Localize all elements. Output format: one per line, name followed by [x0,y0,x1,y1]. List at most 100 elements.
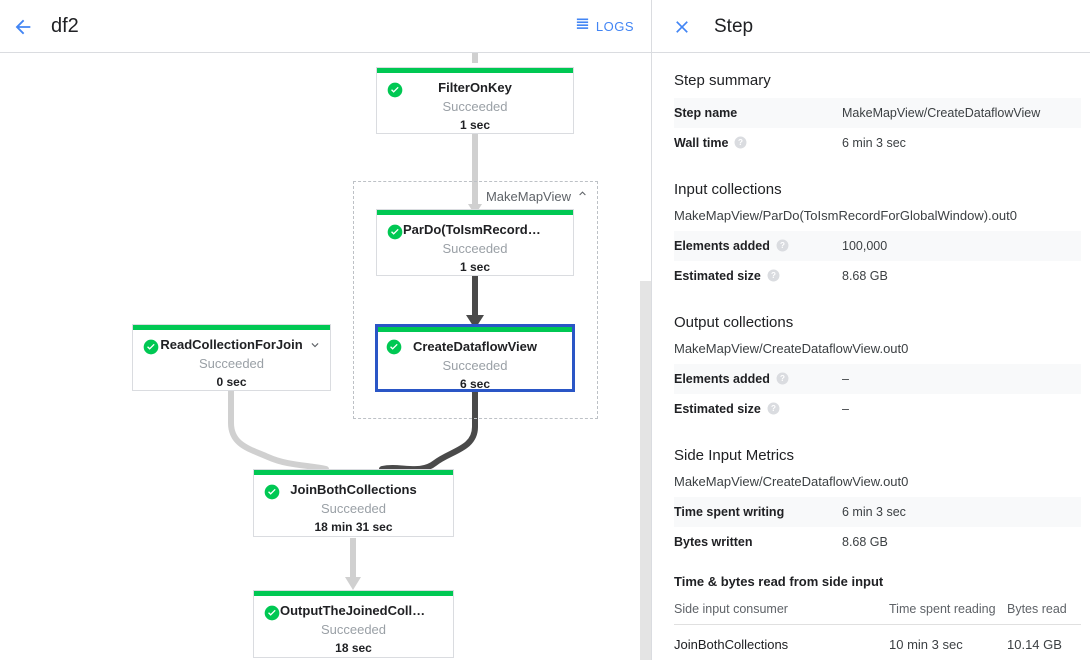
step-summary-title: Step summary [674,72,771,89]
input-collection-name: MakeMapView/ParDo(ToIsmRecordForGlobalWi… [674,208,1017,223]
output-collections-table: Elements added? – Estimated size? – [674,364,1081,424]
logs-list-icon [575,16,590,36]
job-graph-pane: df2 LOGS [0,12,652,660]
column-header-time-spent-reading: Time spent reading [889,595,1007,625]
page-title: df2 [51,15,79,37]
svg-text:?: ? [780,241,785,250]
row-key-label: Elements added [674,372,770,386]
composite-group-makemapview[interactable]: MakeMapView [353,181,598,419]
node-body: ParDo(ToIsmRecordFor… Succeeded 1 sec [377,215,573,275]
row-key-label: Wall time [674,136,729,150]
svg-text:?: ? [771,404,776,413]
node-body: CreateDataflowView Succeeded 6 sec [378,332,572,392]
node-name: CreateDataflowView [412,339,538,354]
input-collections-table: Elements added? 100,000 Estimated size? … [674,231,1081,291]
table-row: JoinBothCollections 10 min 3 sec 10.14 G… [674,624,1081,660]
row-value: 8.68 GB [842,269,888,283]
graph-node-create-dataflow-view[interactable]: CreateDataflowView Succeeded 6 sec [375,324,575,392]
node-status-bar [378,327,572,332]
group-collapse-toggle[interactable]: MakeMapView [486,187,589,205]
row-key: Time spent writing [674,497,842,527]
logs-button[interactable]: LOGS [575,12,634,40]
row-value: MakeMapView/CreateDataflowView [842,98,1081,128]
table-row: Wall time? 6 min 3 sec [674,128,1081,158]
graph-node-filter-on-key[interactable]: FilterOnKey Succeeded 1 sec [376,67,574,134]
table-row: Time spent writing 6 min 3 sec [674,497,1081,527]
node-status-bar [377,68,573,73]
node-name: ReadCollectionForJoin [160,337,303,352]
side-input-metrics-title: Side Input Metrics [674,447,795,464]
node-body: JoinBothCollections Succeeded 18 min 31 … [254,475,453,535]
node-status: Succeeded [442,241,508,256]
row-value: 6 min 3 sec [842,497,1081,527]
node-status-bar [254,591,453,596]
side-input-collection-name: MakeMapView/CreateDataflowView.out0 [674,474,909,489]
side-input-read-table: Side input consumer Time spent reading B… [674,595,1081,660]
row-key-label: Elements added [674,239,770,253]
node-status-bar [377,210,573,215]
table-row: Elements added? 100,000 [674,231,1081,261]
help-icon[interactable]: ? [734,136,747,149]
node-time: 1 sec [459,260,491,274]
cell-bytes-read: 10.14 GB [1007,624,1081,660]
output-collections-title: Output collections [674,314,794,331]
node-status-bar [254,470,453,475]
graph-node-read-collection-for-join[interactable]: ReadCollectionForJoin Succeeded 0 sec [132,324,331,391]
graph-scrollbar-track[interactable] [639,106,652,660]
row-value: – [842,364,1081,394]
row-value: 100,000 [842,231,1081,261]
node-status: Succeeded [442,99,508,114]
graph-edges [223,53,484,590]
chevron-up-icon [576,187,589,205]
node-time: 0 sec [216,375,247,389]
row-key: Estimated size? [674,394,842,424]
check-circle-icon [387,224,403,240]
graph-node-pardo-to-ism-record[interactable]: ParDo(ToIsmRecordFor… Succeeded 1 sec [376,209,574,276]
node-status: Succeeded [198,356,265,371]
table-header-row: Side input consumer Time spent reading B… [674,595,1081,625]
help-icon[interactable]: ? [776,372,789,385]
side-input-metrics-table: Time spent writing 6 min 3 sec Bytes wri… [674,497,1081,557]
step-panel-header: Step [652,0,1090,53]
check-circle-icon [264,484,280,500]
graph-scrollbar-thumb[interactable] [640,281,651,660]
check-circle-icon [264,605,280,621]
node-body: OutputTheJoinedCollec… Succeeded 18 sec [254,596,453,656]
side-input-read-subtitle: Time & bytes read from side input [674,574,884,589]
table-row: Step name MakeMapView/CreateDataflowView [674,98,1081,128]
cell-side-input-consumer: JoinBothCollections [674,624,889,660]
table-row: Elements added? – [674,364,1081,394]
node-status: Succeeded [320,622,387,637]
help-icon[interactable]: ? [767,402,780,415]
node-time: 6 sec [459,377,491,391]
output-collection-name: MakeMapView/CreateDataflowView.out0 [674,341,909,356]
graph-node-join-both-collections[interactable]: JoinBothCollections Succeeded 18 min 31 … [253,469,454,537]
row-key: Estimated size? [674,261,842,291]
node-name: ParDo(ToIsmRecordFor… [403,222,562,237]
node-name: FilterOnKey [438,80,512,95]
step-panel-title: Step [714,16,754,37]
row-key-label: Estimated size [674,402,761,416]
row-value: 8.68 GB [842,535,888,549]
row-key: Wall time? [674,128,842,158]
graph-canvas[interactable]: MakeMapView [0,53,652,660]
node-name: OutputTheJoinedCollec… [280,603,440,618]
back-arrow-icon[interactable] [8,12,38,42]
node-body: FilterOnKey Succeeded 1 sec [377,73,573,133]
node-time: 18 min 31 sec [314,520,393,534]
step-details-pane: Step Step summary Step name MakeMapView/… [652,0,1090,660]
close-x-icon[interactable] [668,13,696,41]
check-circle-icon [387,82,403,98]
graph-node-output-the-joined-collection[interactable]: OutputTheJoinedCollec… Succeeded 18 sec [253,590,454,658]
help-icon[interactable]: ? [776,239,789,252]
group-label: MakeMapView [485,188,571,204]
node-time: 18 sec [335,641,372,655]
table-row: Estimated size? – [674,394,1081,424]
cell-time-spent-reading: 10 min 3 sec [889,624,1007,660]
column-header-bytes-read: Bytes read [1007,595,1081,625]
input-collections-title: Input collections [674,181,782,198]
help-icon[interactable]: ? [767,269,780,282]
chevron-down-icon[interactable] [308,338,322,352]
row-key: Elements added? [674,364,842,394]
